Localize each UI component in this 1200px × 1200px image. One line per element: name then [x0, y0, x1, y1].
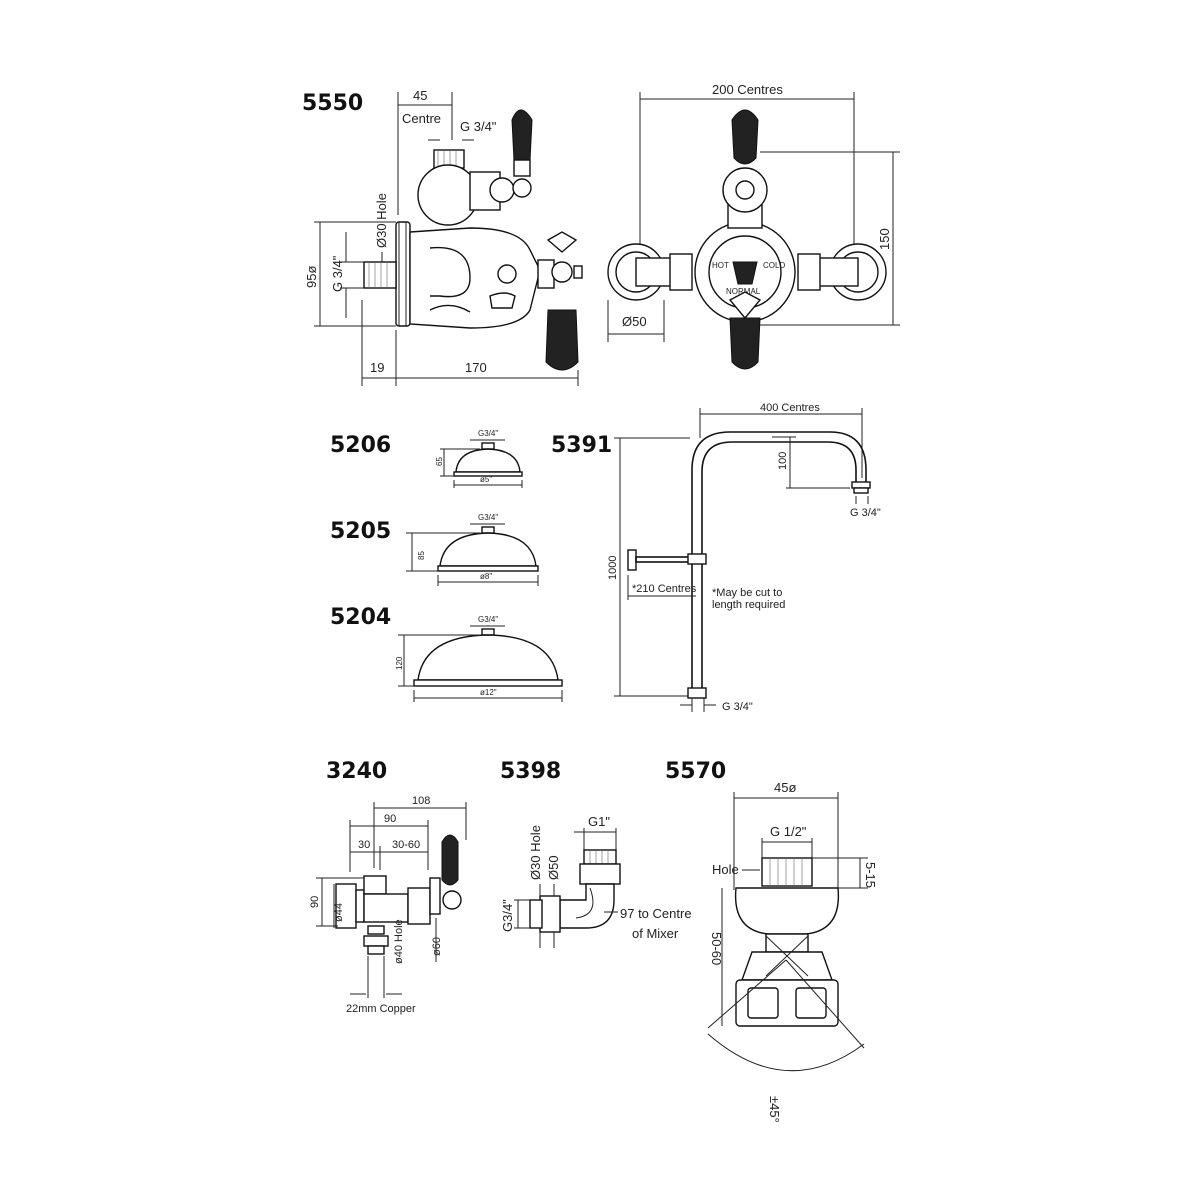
dim-5391-1000: 1000: [607, 556, 619, 580]
dim-5550-g34: G 3/4": [460, 119, 497, 134]
dim-3240-30-60: 30-60: [392, 839, 420, 851]
dim-5398-g1: G1": [588, 814, 610, 829]
dim-5550-95: 95ø: [304, 266, 319, 288]
model-code-5391: 5391: [551, 433, 612, 458]
model-code-5550: 5550: [302, 91, 363, 116]
dim-5550-19: 19: [370, 360, 384, 375]
model-code-5206: 5206: [330, 433, 391, 458]
dim-5391-210-centres: *210 Centres: [632, 583, 697, 595]
dim-3240-90v: 90: [309, 896, 321, 908]
dim-5550-centre: Centre: [402, 111, 441, 126]
stop-valve-3240: 108 90 30 30-60 90 ø44 ø40 Hole ø60: [309, 795, 467, 1015]
dim-5206-w: ø5": [480, 475, 492, 484]
dim-5205-h: 85: [417, 551, 426, 560]
shower-head-5204: G3/4" 120 ø12": [395, 615, 563, 702]
dial-hot-label: HOT: [712, 261, 729, 270]
shower-head-5205: G3/4" 85 ø8": [406, 513, 539, 586]
dim-5570-50-60: 50-60: [709, 932, 724, 965]
dim-5204-w: ø12": [480, 688, 497, 697]
dim-5570-5-15: 5-15: [863, 862, 878, 888]
dim-5204-h: 120: [395, 656, 404, 670]
note-5391-line2: length required: [712, 599, 785, 611]
dim-5550-150: 150: [877, 228, 892, 250]
shower-head-5206: G3/4" 65 ø5": [435, 429, 523, 488]
dim-5550-d50: Ø50: [622, 314, 647, 329]
dim-3240-copper: 22mm Copper: [346, 1003, 416, 1015]
dim-5570-d45: 45ø: [774, 780, 796, 795]
dim-5570-angle: ±45°: [767, 1096, 782, 1123]
dim-5570-g12: G 1/2": [770, 824, 807, 839]
dim-5398-centre-2: of Mixer: [632, 926, 679, 941]
model-code-5205: 5205: [330, 519, 391, 544]
rigid-riser-5391: 400 Centres 100 G 3/4" 1000 *210 Centres…: [607, 402, 881, 713]
dim-5204-g: G3/4": [478, 615, 498, 624]
dim-3240-90: 90: [384, 813, 396, 825]
dim-5205-w: ø8": [480, 572, 492, 581]
model-code-5570: 5570: [665, 759, 726, 784]
dim-5205-g: G3/4": [478, 513, 498, 522]
note-5391-line1: *May be cut to: [712, 587, 782, 599]
dim-5570-hole: Hole: [712, 862, 739, 877]
diverter-5570: 45ø G 1/2" Hole 5-15 50-60 ±45: [707, 780, 878, 1123]
dim-5550-g34v: G 3/4": [330, 255, 345, 292]
dim-5391-100: 100: [777, 452, 789, 470]
dim-5398-g34: G3/4": [500, 899, 515, 932]
dim-5206-h: 65: [435, 457, 444, 466]
elbow-5398: G1" G3/4" Ø30 Hole Ø50 97 to Centre of M…: [500, 814, 692, 948]
dial-normal-label: NORMAL: [726, 287, 761, 296]
dim-5550-200-centres: 200 Centres: [712, 82, 783, 97]
dim-3240-d60: ø60: [431, 937, 443, 956]
dim-5550-170: 170: [465, 360, 487, 375]
dim-5550-45: 45: [413, 88, 427, 103]
model-code-5204: 5204: [330, 605, 391, 630]
dim-5391-g34-top: G 3/4": [850, 507, 881, 519]
dim-5398-d50: Ø50: [546, 855, 561, 880]
dim-3240-30: 30: [358, 839, 370, 851]
dial-cold-label: COLD: [763, 261, 785, 270]
dim-5391-400-centres: 400 Centres: [760, 402, 820, 414]
valve-5550-side-view: 45 Centre G 3/4" Ø30 Hole: [304, 88, 583, 386]
model-code-3240: 3240: [326, 759, 387, 784]
model-code-5398: 5398: [500, 759, 561, 784]
dim-3240-hole40: ø40 Hole: [393, 919, 405, 964]
valve-5550-front-view: 200 Centres 150 HOT COLD NORMAL: [607, 82, 900, 370]
dim-5398-centre-1: 97 to Centre: [620, 906, 692, 921]
dim-5206-g: G3/4": [478, 429, 498, 438]
dim-3240-d44: ø44: [333, 903, 345, 922]
dim-5391-g34-bottom: G 3/4": [722, 701, 753, 713]
dim-5398-hole30: Ø30 Hole: [528, 825, 543, 880]
dim-5550-hole30: Ø30 Hole: [374, 193, 389, 248]
dim-3240-108: 108: [412, 795, 430, 807]
